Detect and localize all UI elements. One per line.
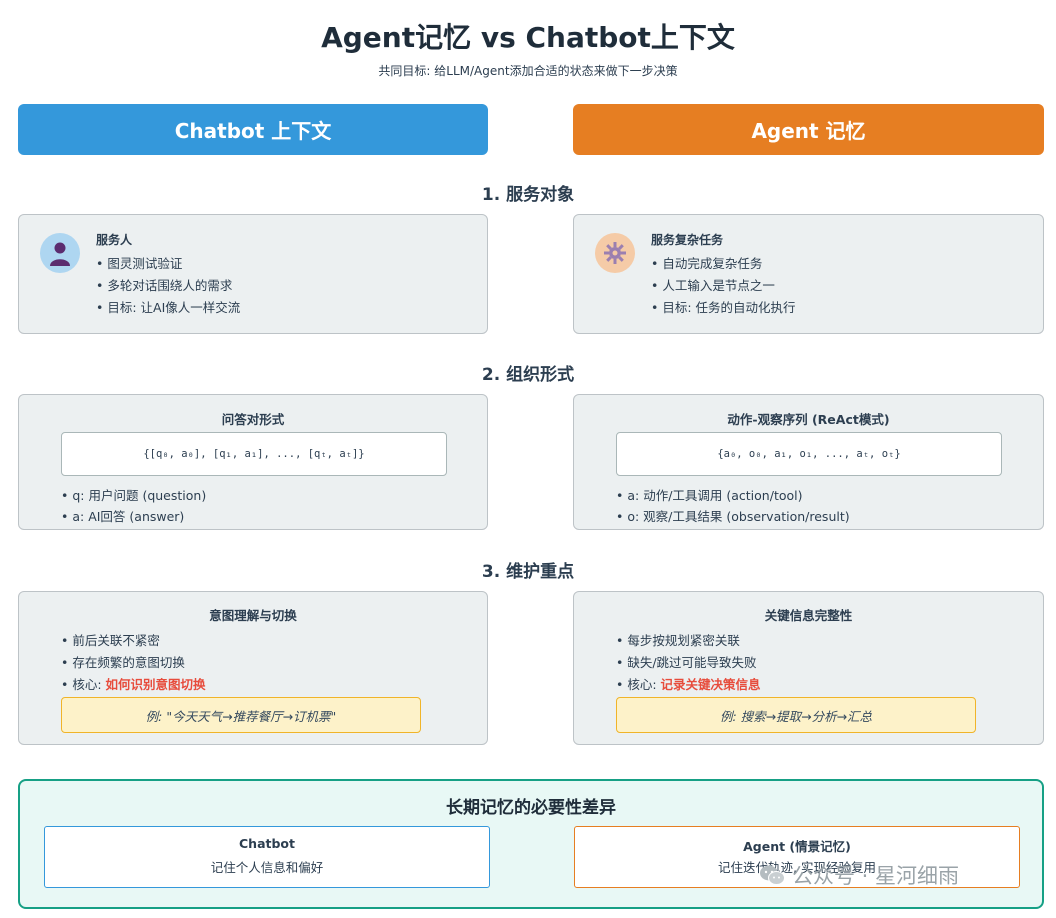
long-term-box-desc: 记住个人信息和偏好 bbox=[210, 860, 324, 875]
long-term-title: 长期记忆的必要性差异 bbox=[446, 798, 616, 818]
service-item: • 人工输入是节点之一 bbox=[651, 278, 775, 293]
long-term-box-desc: 记住迭代轨迹, 实现经验复用 bbox=[718, 860, 876, 875]
gear-icon bbox=[595, 233, 635, 273]
service-item: • 目标: 任务的自动化执行 bbox=[651, 300, 796, 315]
maintenance-core: • 核心: 如何识别意图切换 bbox=[61, 674, 206, 693]
sequence-formula: {a₀, o₀, a₁, o₁, ..., aₜ, oₜ} bbox=[616, 432, 1002, 476]
maintenance-item: • 缺失/跳过可能导致失败 bbox=[616, 655, 757, 670]
section-title-maintenance: 3. 维护重点 bbox=[481, 562, 575, 582]
service-card-chatbot: 服务人 • 图灵测试验证 • 多轮对话围绕人的需求 • 目标: 让AI像人一样交… bbox=[18, 214, 488, 334]
section-title-organization: 2. 组织形式 bbox=[481, 365, 575, 385]
maintenance-card-agent: 关键信息完整性 • 每步按规划紧密关联 • 缺失/跳过可能导致失败 • 核心: … bbox=[573, 591, 1044, 745]
service-item: • 目标: 让AI像人一样交流 bbox=[96, 300, 241, 315]
sequence-formula: {[q₀, a₀], [q₁, a₁], ..., [qₜ, aₜ]} bbox=[61, 432, 447, 476]
maintenance-title: 关键信息完整性 bbox=[764, 608, 853, 623]
wechat-icon bbox=[760, 865, 785, 885]
organization-item: • q: 用户问题 (question) bbox=[61, 488, 207, 503]
example-box: 例: "今天天气→推荐餐厅→订机票" bbox=[61, 697, 421, 733]
long-term-agent-box: Agent (情景记忆) 记住迭代轨迹, 实现经验复用 bbox=[574, 826, 1020, 888]
maintenance-core: • 核心: 记录关键决策信息 bbox=[616, 674, 761, 693]
watermark-text: 公众号 · 星河细雨 bbox=[792, 864, 960, 888]
core-label: • 核心: bbox=[61, 677, 106, 692]
organization-item: • a: AI回答 (answer) bbox=[61, 509, 185, 524]
long-term-box-title: Agent (情景记忆) bbox=[743, 839, 851, 854]
maintenance-title: 意图理解与切换 bbox=[209, 608, 297, 623]
core-highlight: 如何识别意图切换 bbox=[105, 677, 206, 692]
maintenance-item: • 前后关联不紧密 bbox=[61, 633, 160, 648]
core-highlight: 记录关键决策信息 bbox=[660, 677, 761, 692]
page-subtitle: 共同目标: 给LLM/Agent添加合适的状态来做下一步决策 bbox=[378, 64, 678, 78]
chatbot-header: Chatbot 上下文 bbox=[18, 104, 488, 155]
example-box: 例: 搜索→提取→分析→汇总 bbox=[616, 697, 976, 733]
organization-title: 动作-观察序列 (ReAct模式) bbox=[727, 412, 890, 427]
organization-item: • o: 观察/工具结果 (observation/result) bbox=[616, 509, 850, 524]
service-item: • 自动完成复杂任务 bbox=[651, 256, 763, 271]
service-title: 服务人 bbox=[96, 233, 133, 247]
page-title: Agent记忆 vs Chatbot上下文 bbox=[321, 21, 735, 54]
long-term-chatbot-box: Chatbot 记住个人信息和偏好 bbox=[44, 826, 490, 888]
service-title: 服务复杂任务 bbox=[651, 233, 724, 247]
service-item: • 图灵测试验证 bbox=[96, 256, 183, 271]
watermark: 公众号 · 星河细雨 bbox=[758, 860, 959, 890]
maintenance-card-chatbot: 意图理解与切换 • 前后关联不紧密 • 存在频繁的意图切换 • 核心: 如何识别… bbox=[18, 591, 488, 745]
long-term-memory-panel: 长期记忆的必要性差异 Chatbot 记住个人信息和偏好 Agent (情景记忆… bbox=[18, 779, 1044, 909]
long-term-box-title: Chatbot bbox=[239, 836, 295, 851]
maintenance-item: • 存在频繁的意图切换 bbox=[61, 655, 185, 670]
service-card-agent: 服务复杂任务 • 自动完成复杂任务 • 人工输入是节点之一 • 目标: 任务的自… bbox=[573, 214, 1044, 334]
section-title-service: 1. 服务对象 bbox=[481, 185, 575, 205]
person-icon bbox=[40, 233, 80, 273]
organization-card-agent: 动作-观察序列 (ReAct模式) {a₀, o₀, a₁, o₁, ..., … bbox=[573, 394, 1044, 530]
organization-item: • a: 动作/工具调用 (action/tool) bbox=[616, 488, 803, 503]
agent-header: Agent 记忆 bbox=[573, 104, 1044, 155]
organization-card-chatbot: 问答对形式 {[q₀, a₀], [q₁, a₁], ..., [qₜ, aₜ]… bbox=[18, 394, 488, 530]
maintenance-item: • 每步按规划紧密关联 bbox=[616, 633, 740, 648]
core-label: • 核心: bbox=[616, 677, 661, 692]
service-item: • 多轮对话围绕人的需求 bbox=[96, 278, 233, 293]
organization-title: 问答对形式 bbox=[221, 412, 285, 427]
